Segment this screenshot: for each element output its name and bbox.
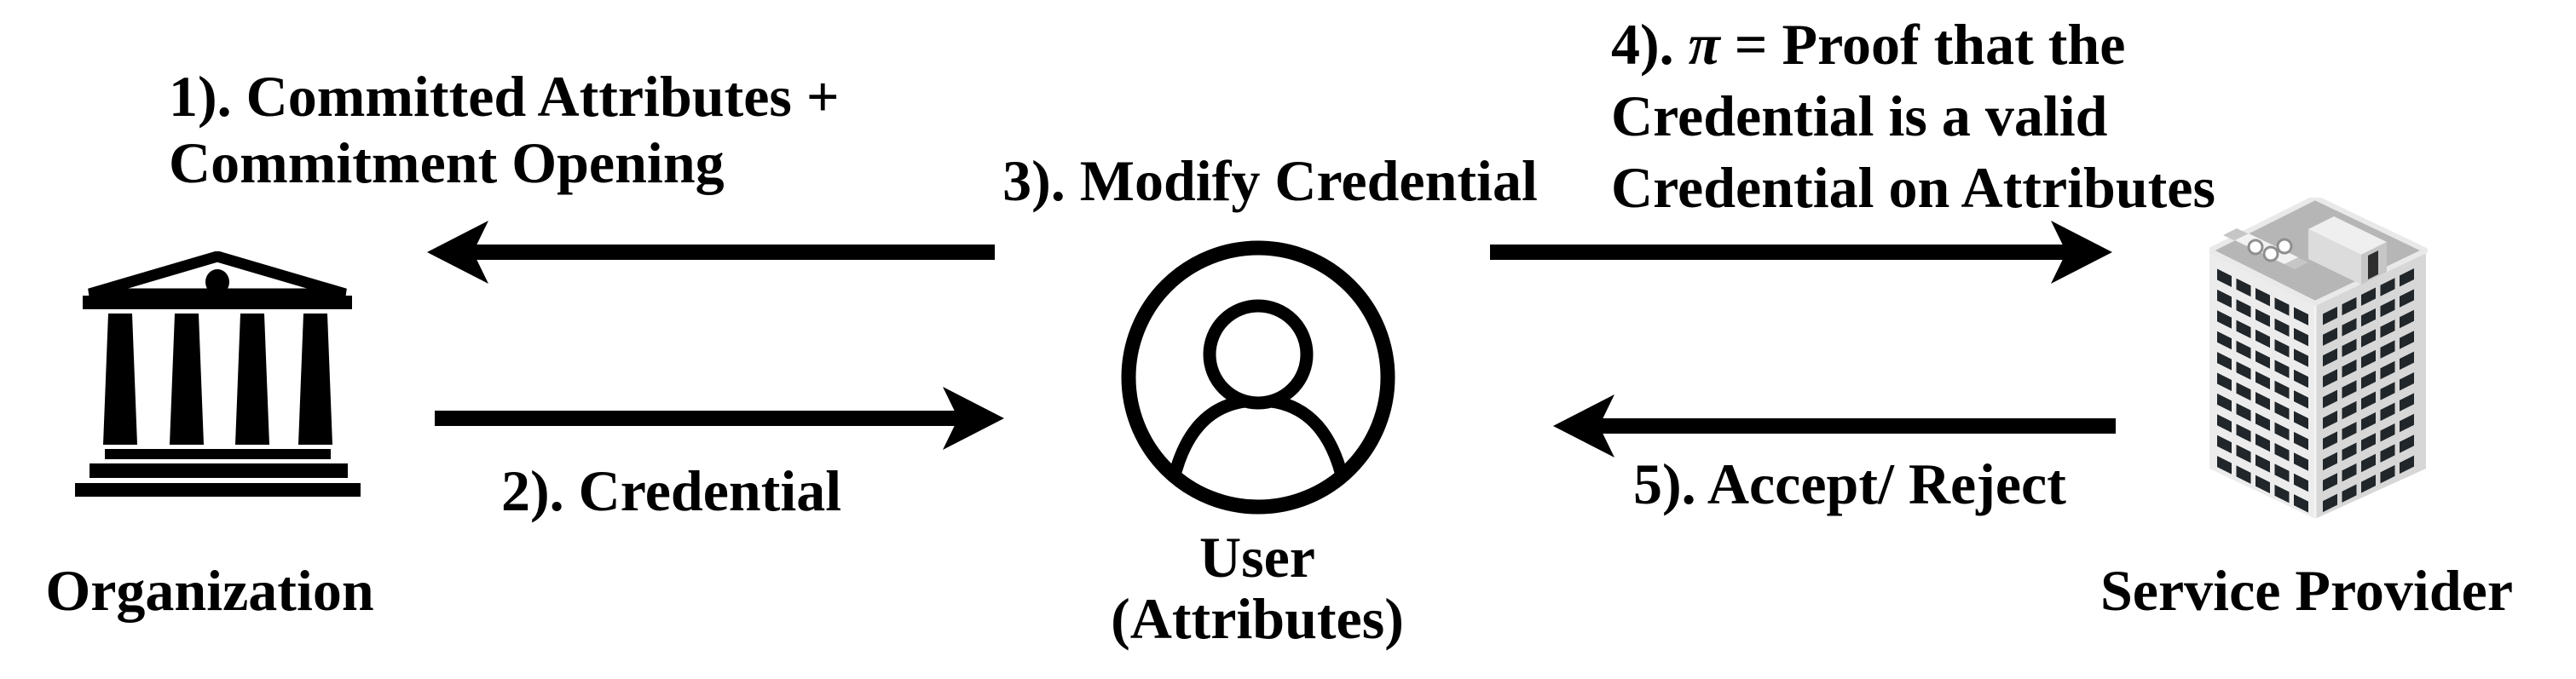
message-4-line3: Credential on Attributes — [1611, 155, 2215, 220]
message-4-line2: Credential is a valid — [1611, 83, 2108, 148]
pi-symbol: π — [1688, 12, 1720, 77]
message-1-line2: Commitment Opening — [169, 130, 725, 195]
message-1-label: 1). Committed Attributes + Commitment Op… — [169, 63, 840, 196]
arrow-5-accept-reject — [1553, 394, 2116, 457]
office-building-icon — [2209, 198, 2428, 519]
building-windows — [2217, 268, 2414, 513]
message-3-label: 3). Modify Credential — [1002, 148, 1538, 213]
person-avatar-icon — [1121, 240, 1395, 515]
message-4-label: 4). π = Proof that the Credential is a v… — [1611, 9, 2215, 223]
user-label: User (Attributes) — [1111, 527, 1404, 649]
user-label-line2: (Attributes) — [1111, 586, 1404, 651]
arrow-4-proof — [1490, 221, 2112, 284]
message-2-label: 2). Credential — [501, 458, 842, 523]
message-4-line1: 4). π = Proof that the — [1611, 12, 2126, 77]
arrow-2-credential — [435, 387, 1004, 450]
user-label-line1: User — [1199, 525, 1315, 590]
organization-label: Organization — [45, 558, 374, 623]
service-provider-label: Service Provider — [2099, 558, 2514, 623]
arrow-1-committed-attributes — [427, 221, 995, 284]
message-1-line1: 1). Committed Attributes + — [169, 64, 840, 129]
message-5-label: 5). Accept/ Reject — [1633, 452, 2066, 516]
bank-building-icon — [75, 251, 361, 497]
